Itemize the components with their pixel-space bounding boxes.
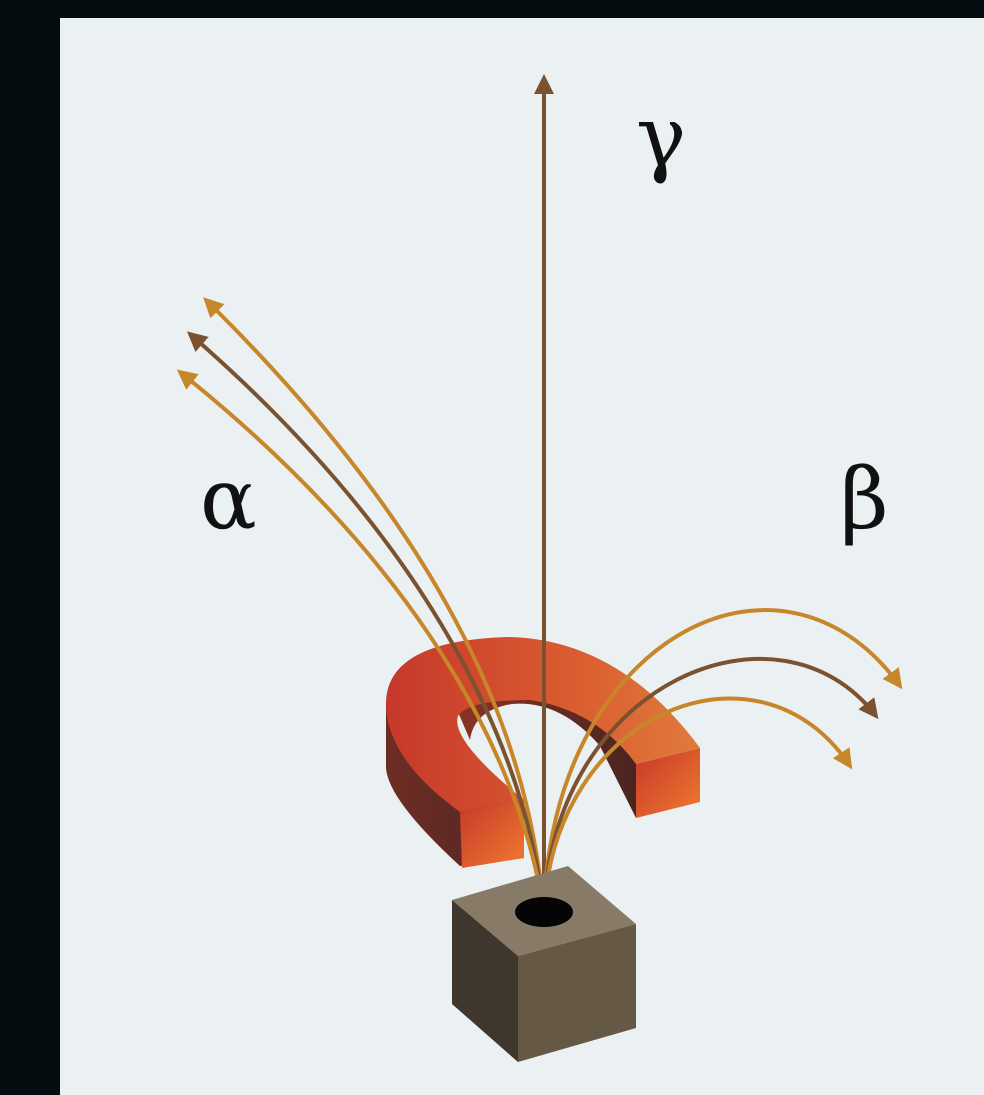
alpha-label: α bbox=[200, 450, 257, 548]
beta-ray-outer bbox=[542, 608, 903, 913]
magnet-top-face bbox=[385, 637, 700, 812]
magnet-right-pole bbox=[636, 748, 700, 818]
alpha-ray-outer bbox=[203, 297, 546, 913]
beta-rays bbox=[542, 608, 903, 913]
alpha-rays bbox=[176, 297, 546, 913]
radioactive-source-box bbox=[452, 866, 636, 1062]
alpha-ray-middle bbox=[186, 331, 546, 913]
beta-ray-inner bbox=[542, 696, 853, 913]
gamma-label: γ bbox=[636, 88, 686, 186]
box-left-face bbox=[452, 900, 518, 1062]
horseshoe-magnet bbox=[385, 637, 700, 868]
magnet-left-pole bbox=[460, 800, 524, 868]
alpha-ray-inner bbox=[176, 369, 546, 913]
beta-label: β bbox=[840, 450, 889, 548]
beta-ray-middle bbox=[542, 656, 879, 913]
box-right-face bbox=[518, 924, 636, 1062]
source-hole bbox=[515, 897, 573, 927]
